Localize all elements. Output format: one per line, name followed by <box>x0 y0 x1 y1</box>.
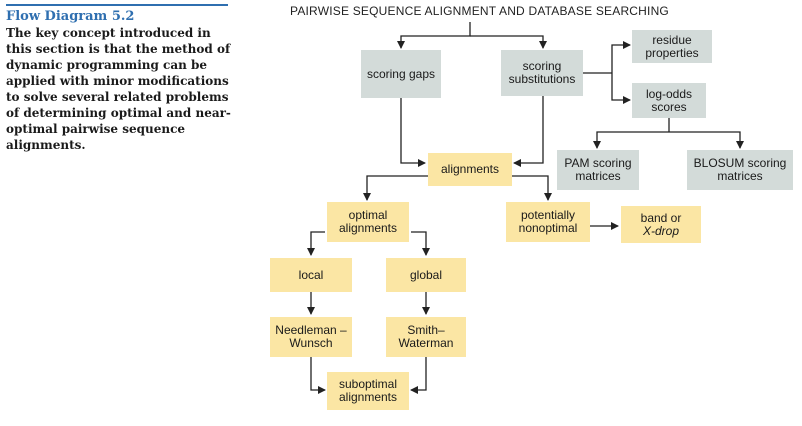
node-blosum-matrices: BLOSUM scoring matrices <box>687 150 793 190</box>
node-global: global <box>386 258 466 292</box>
arrow-to-pam <box>593 131 669 149</box>
arrow-gaps-to-alignments <box>400 98 426 167</box>
caption-rule <box>6 4 228 6</box>
band-or-label: band or <box>640 210 682 225</box>
arrow-needleman-to-suboptimal <box>310 357 326 394</box>
node-band-xdrop: band or X-drop <box>621 206 701 243</box>
arrow-to-residue-properties <box>611 41 631 73</box>
arrow-to-scoring-substitutions <box>470 35 547 49</box>
arrow-to-optimal <box>363 175 430 201</box>
caption: Flow Diagram 5.2 The key concept introdu… <box>6 4 238 153</box>
arrow-to-log-odds <box>611 73 631 104</box>
caption-title: Flow Diagram 5.2 <box>6 9 135 24</box>
node-needleman-wunsch: Needleman –Wunsch <box>270 317 352 357</box>
arrow-to-local <box>307 231 325 256</box>
arrow-to-scoring-gaps <box>397 22 471 49</box>
node-local: local <box>270 258 352 292</box>
arrow-to-blosum <box>669 131 744 149</box>
x-drop-label: X-drop <box>642 223 680 238</box>
node-potentially-nonoptimal: potentially nonoptimal <box>506 202 590 242</box>
arrow-to-nonoptimal <box>508 175 552 201</box>
node-smith-waterman: Smith– Waterman <box>386 317 466 357</box>
node-log-odds-scores: log-odds scores <box>632 83 706 118</box>
node-pam-matrices: PAM scoring matrices <box>557 150 639 190</box>
node-scoring-substitutions: scoring substitutions <box>501 50 583 96</box>
node-scoring-gaps: scoring gaps <box>361 50 441 98</box>
arrow-substitutions-to-alignments <box>513 96 544 167</box>
node-optimal-alignments: optimal alignments <box>327 202 409 242</box>
node-suboptimal-alignments: suboptimal alignments <box>327 372 409 410</box>
caption-body: The key concept introduced in this secti… <box>6 26 231 152</box>
node-residue-properties: residue properties <box>632 30 712 63</box>
diagram-title: PAIRWISE SEQUENCE ALIGNMENT AND DATABASE… <box>290 4 669 18</box>
arrow-smith-to-suboptimal <box>410 357 427 394</box>
arrow-to-global <box>411 231 430 256</box>
node-alignments: alignments <box>428 153 512 186</box>
